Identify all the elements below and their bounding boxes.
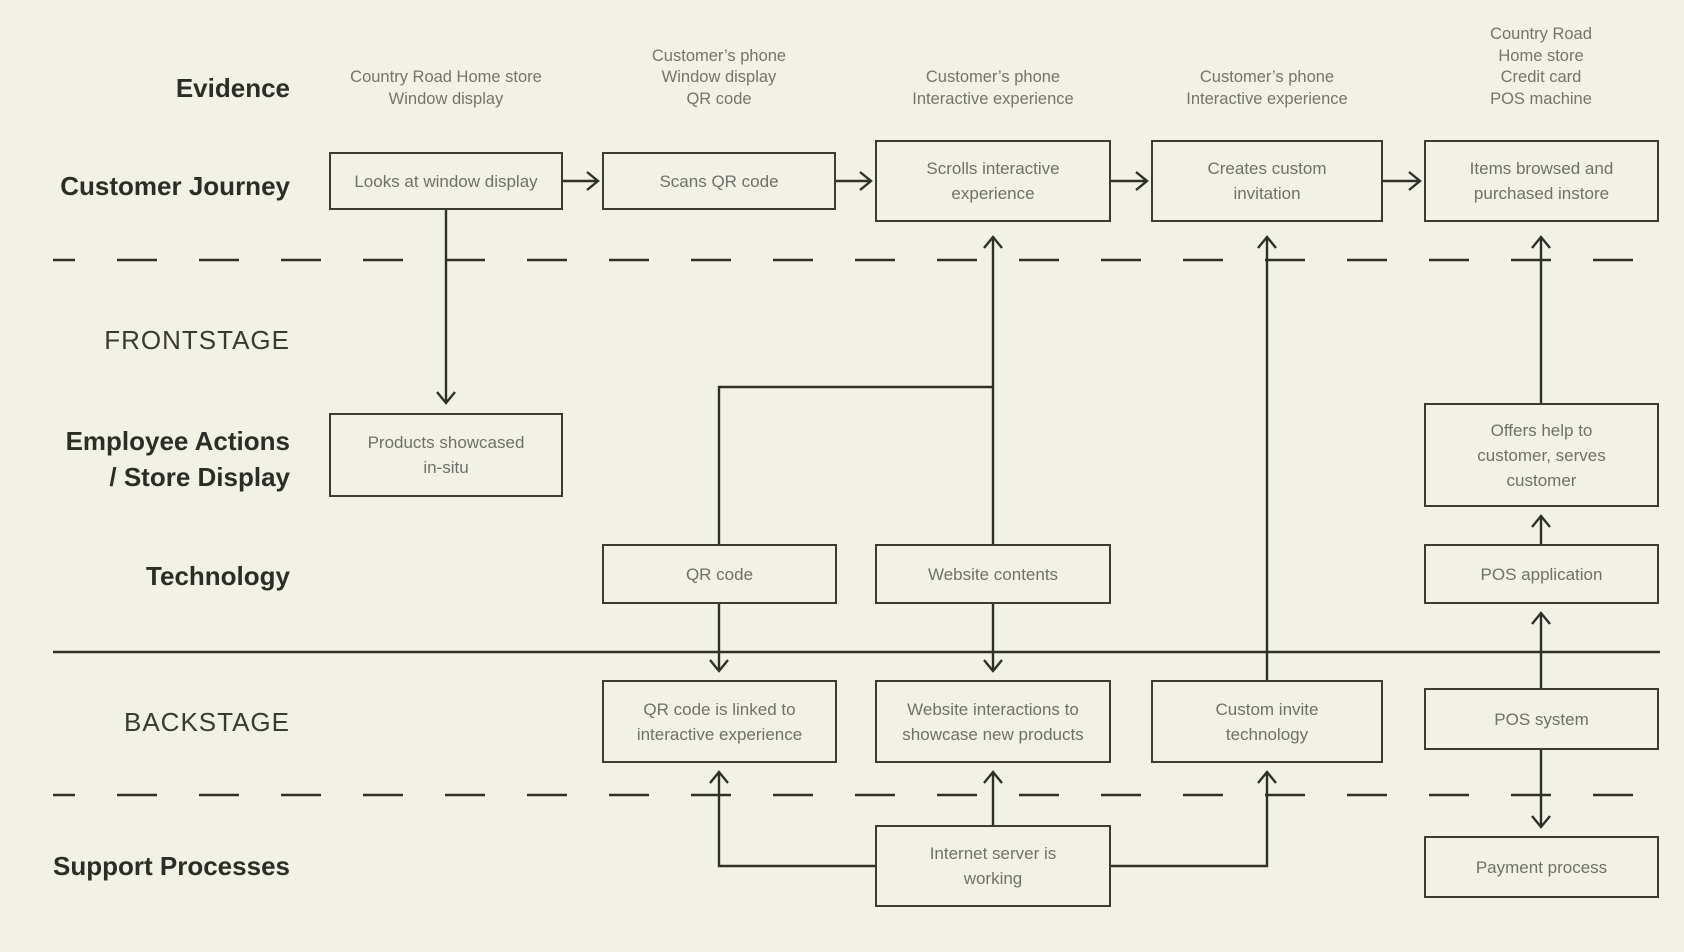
node-internet-server-working: Internet server is working [875,825,1111,907]
lane-label-backstage: BACKSTAGE [123,707,290,737]
node-website-interactions: Website interactions to showcase new pro… [875,680,1111,763]
edge-internet-server-working-to-qr-code-linked [709,770,875,868]
lane-label-support-processes: Support Processes [53,851,290,881]
node-products-showcased: Products showcased in-situ [329,413,563,497]
lane-label-frontstage: FRONTSTAGE [104,325,290,355]
node-qr-code-linked: QR code is linked to interactive experie… [602,680,837,763]
edge-qr-code-to-scrolls-connector [717,385,993,544]
node-items-browsed-purchased: Items browsed and purchased instore [1424,140,1659,222]
node-qr-code: QR code [602,544,837,604]
node-pos-system: POS system [1424,688,1659,750]
node-website-contents: Website contents [875,544,1111,604]
lane-label-technology: Technology [146,561,290,591]
node-creates-custom-invitation: Creates custom invitation [1151,140,1383,222]
evidence-col-2-label: Customer’s phone Window display QR code [651,46,787,108]
evidence-col-1-label: Country Road Home store Window display [350,68,542,108]
node-looks-at-window-display: Looks at window display [329,152,563,210]
lane-label-evidence: Evidence [175,73,290,103]
evidence-col-3-label: Customer’s phone Interactive experience [912,68,1074,108]
evidence-col-4-label: Customer’s phone Interactive experience [1186,68,1348,108]
edge-internet-server-working-to-custom-invite-technology [1111,770,1277,868]
node-scans-qr-code: Scans QR code [602,152,836,210]
lane-label-employee-actions-store-display: Employee Actions / Store Display [65,426,290,492]
node-pos-application: POS application [1424,544,1659,604]
evidence-col-5-label: Country Road Home store Credit card POS … [1490,25,1592,108]
node-custom-invite-technology: Custom invite technology [1151,680,1383,763]
lane-label-customer-journey: Customer Journey [60,171,290,201]
node-scrolls-interactive-experience: Scrolls interactive experience [875,140,1111,222]
node-payment-process: Payment process [1424,836,1659,898]
node-offers-help-serves-customer: Offers help to customer, serves customer [1424,403,1659,507]
